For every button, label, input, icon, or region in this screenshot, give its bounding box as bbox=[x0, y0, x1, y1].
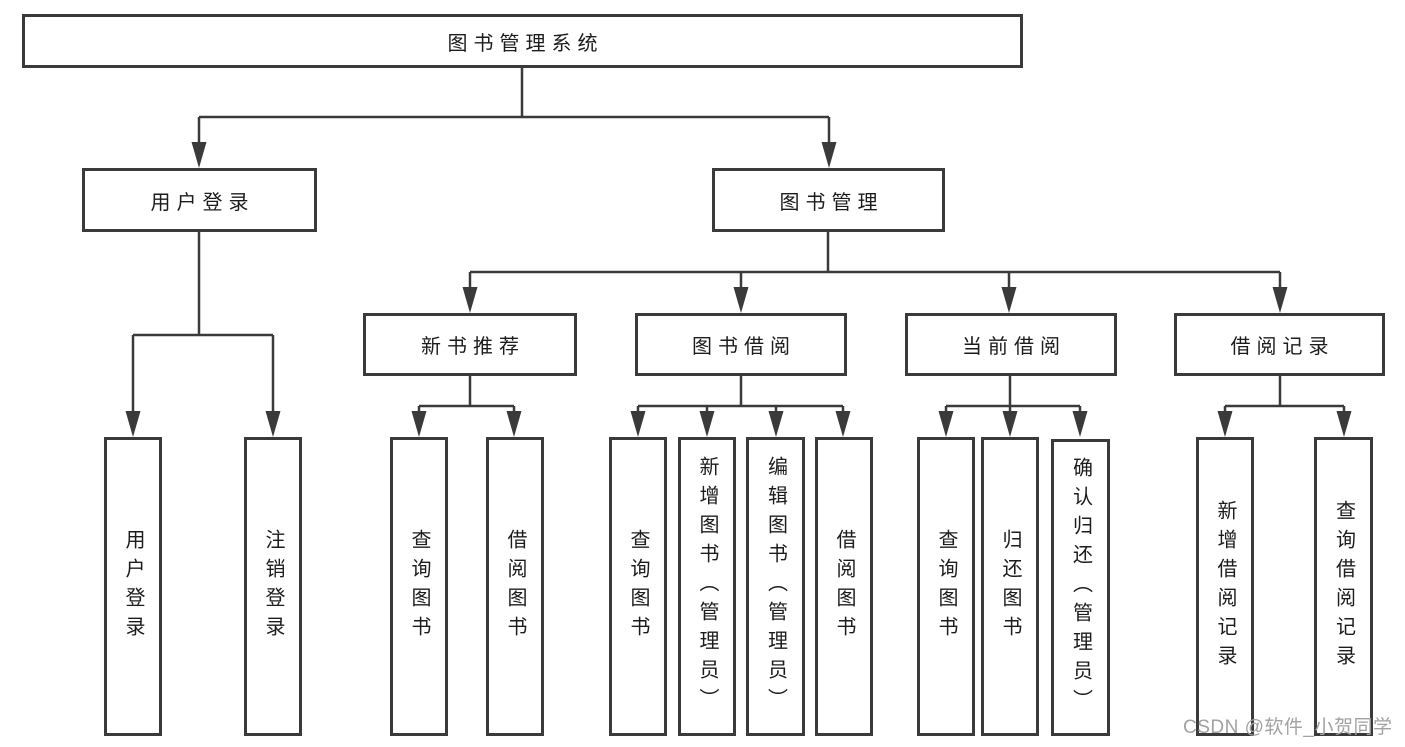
leaf-query-borrow-record: 查询借阅记录 bbox=[1314, 437, 1373, 736]
leaf-query-books-current: 查询图书 bbox=[917, 437, 975, 736]
arrowhead bbox=[265, 411, 281, 437]
connector-current-borrow-split bbox=[944, 376, 1082, 419]
leaf-add-books-admin-label: 新增图书（管理员） bbox=[696, 456, 718, 717]
arrowhead bbox=[1336, 411, 1352, 437]
node-current-borrow: 当前借阅 bbox=[905, 313, 1117, 376]
node-book-borrow-label: 图书借阅 bbox=[692, 336, 796, 358]
leaf-query-borrow-record-label: 查询借阅记录 bbox=[1332, 499, 1355, 674]
arrowhead bbox=[462, 287, 478, 313]
leaf-query-books-recommend-label: 查询图书 bbox=[408, 528, 430, 645]
arrowhead bbox=[699, 411, 715, 437]
leaf-user-login-label: 用户登录 bbox=[122, 528, 144, 645]
node-book-management: 图书管理 bbox=[712, 168, 945, 232]
arrowhead bbox=[1272, 287, 1288, 313]
leaf-edit-books-admin: 编辑图书（管理员） bbox=[746, 437, 805, 736]
leaf-query-books-current-label: 查询图书 bbox=[935, 528, 957, 645]
node-root-label: 图书管理系统 bbox=[447, 32, 604, 55]
connector-book-management-split bbox=[468, 232, 1282, 295]
node-new-book-recommend: 新书推荐 bbox=[363, 313, 577, 376]
arrowhead bbox=[1002, 411, 1018, 437]
leaf-add-borrow-record: 新增借阅记录 bbox=[1196, 437, 1254, 736]
leaf-query-books-borrow: 查询图书 bbox=[609, 437, 667, 736]
leaf-confirm-return-admin: 确认归还（管理员） bbox=[1051, 439, 1110, 736]
leaf-edit-books-admin-label: 编辑图书（管理员） bbox=[764, 456, 787, 717]
connector-borrow-records-split bbox=[1223, 376, 1346, 419]
leaf-query-books-recommend: 查询图书 bbox=[390, 437, 448, 736]
arrowhead bbox=[1072, 411, 1088, 437]
arrowhead bbox=[630, 411, 646, 437]
leaf-borrow-books-recommend: 借阅图书 bbox=[486, 437, 544, 736]
connector-user-login-split bbox=[131, 232, 275, 419]
node-current-borrow-label: 当前借阅 bbox=[962, 336, 1066, 358]
arrowhead bbox=[125, 411, 141, 437]
csdn-watermark: CSDN @软件_小贺同学 bbox=[1183, 717, 1393, 738]
leaf-borrow-books-label: 借阅图书 bbox=[833, 528, 855, 645]
node-book-management-label: 图书管理 bbox=[779, 191, 884, 214]
arrowhead bbox=[938, 411, 954, 437]
leaf-user-login: 用户登录 bbox=[104, 437, 162, 736]
node-new-book-recommend-label: 新书推荐 bbox=[421, 336, 525, 358]
leaf-return-books: 归还图书 bbox=[981, 437, 1039, 736]
arrowhead bbox=[821, 142, 837, 168]
connector-new-book-split bbox=[417, 376, 516, 419]
node-root: 图书管理系统 bbox=[22, 14, 1023, 68]
leaf-confirm-return-admin-label: 确认归还（管理员） bbox=[1069, 457, 1092, 718]
leaf-return-books-label: 归还图书 bbox=[999, 528, 1021, 645]
arrowhead bbox=[1217, 411, 1233, 437]
leaf-borrow-books: 借阅图书 bbox=[815, 437, 873, 736]
arrowhead bbox=[1001, 287, 1017, 313]
leaf-add-borrow-record-label: 新增借阅记录 bbox=[1214, 499, 1236, 674]
leaf-logout-label: 注销登录 bbox=[262, 528, 284, 645]
node-borrow-records: 借阅记录 bbox=[1174, 313, 1385, 376]
node-borrow-records-label: 借阅记录 bbox=[1230, 336, 1335, 358]
arrowhead bbox=[733, 287, 749, 313]
connector-book-borrow-split bbox=[636, 376, 845, 419]
node-user-login-label: 用户登录 bbox=[150, 191, 255, 214]
arrowhead bbox=[835, 411, 851, 437]
leaf-logout: 注销登录 bbox=[244, 437, 302, 736]
arrowhead bbox=[506, 411, 522, 437]
leaf-query-books-borrow-label: 查询图书 bbox=[627, 528, 649, 645]
connector-root-split bbox=[197, 68, 831, 150]
leaf-add-books-admin: 新增图书（管理员） bbox=[678, 437, 736, 736]
arrowhead bbox=[411, 411, 427, 437]
node-user-login: 用户登录 bbox=[82, 168, 317, 232]
leaf-borrow-books-recommend-label: 借阅图书 bbox=[504, 528, 526, 645]
arrowhead bbox=[191, 142, 207, 168]
arrowhead bbox=[768, 411, 784, 437]
node-book-borrow: 图书借阅 bbox=[635, 313, 847, 376]
